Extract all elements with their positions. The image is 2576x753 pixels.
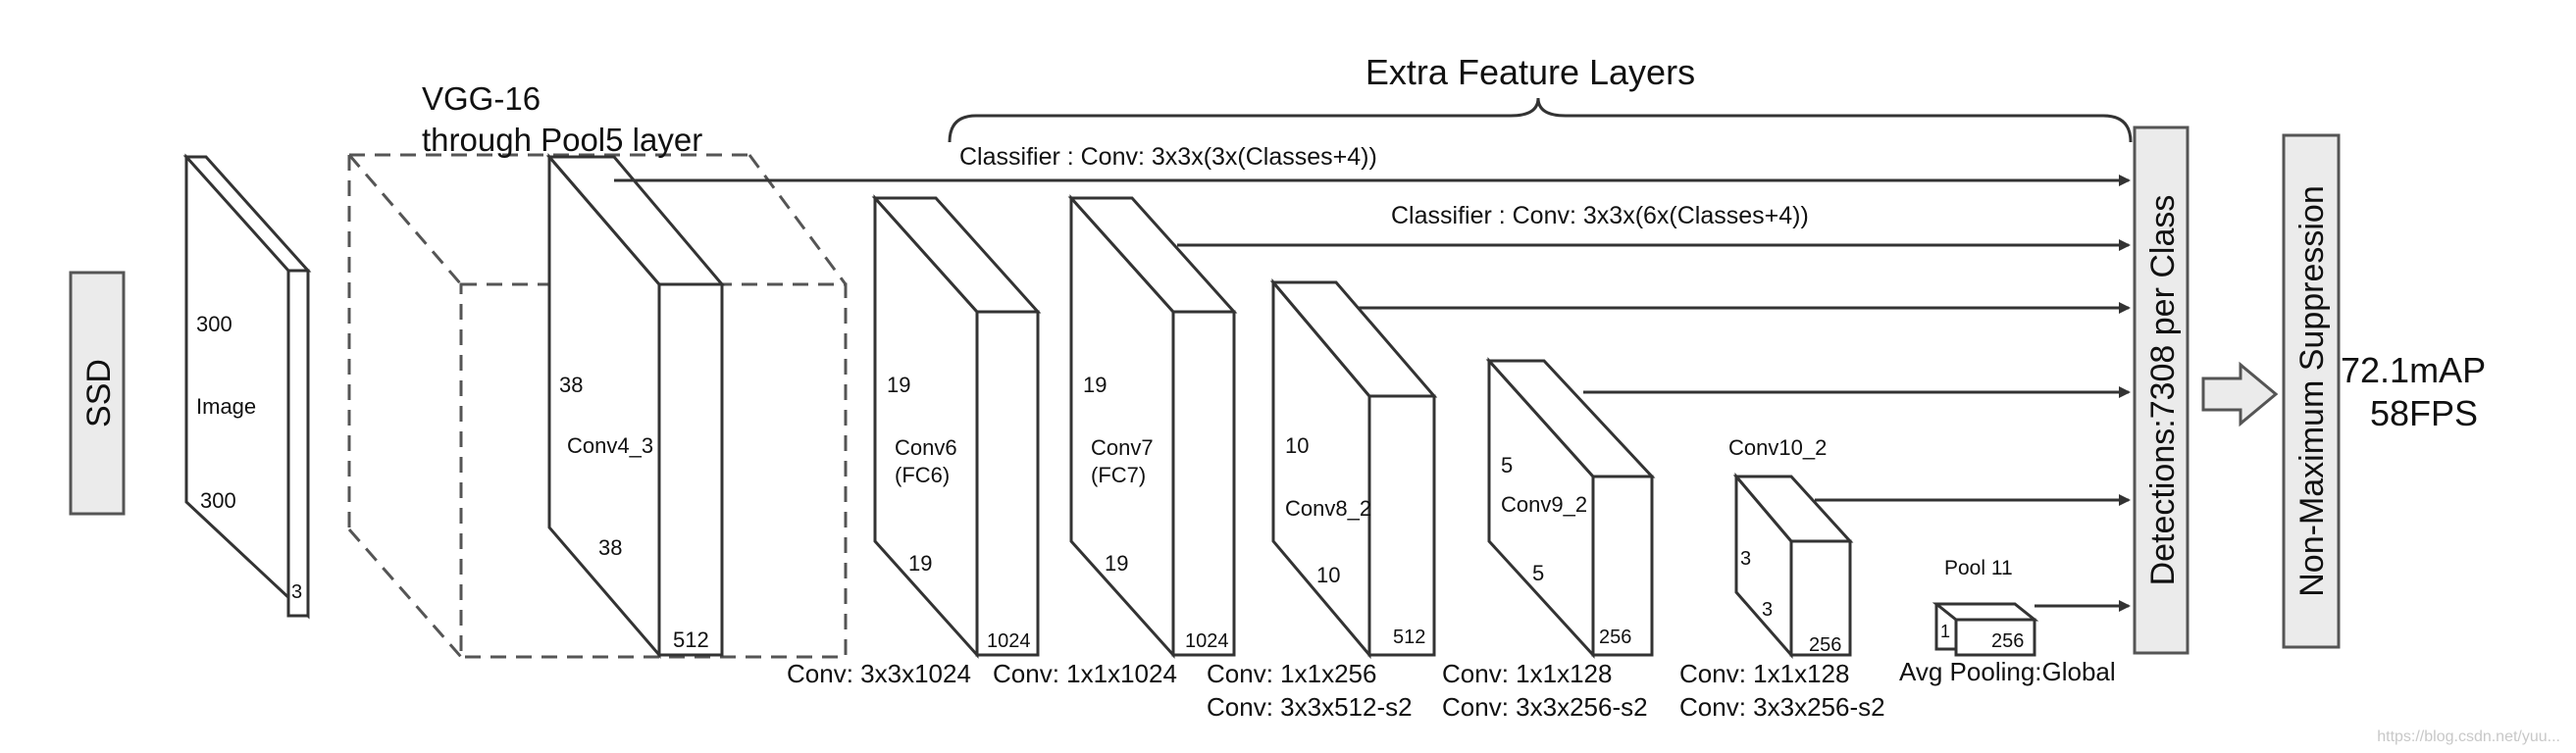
conv7-label-line2: (FC7) (1091, 463, 1146, 487)
extra-layers-brace (948, 97, 2133, 143)
vgg-label-line2: through Pool5 layer (422, 122, 702, 158)
image-channels: 3 (291, 581, 302, 603)
conv8-channels: 512 (1393, 627, 1425, 648)
op-conv8-a: Conv: 1x1x256 (1207, 659, 1376, 688)
conv9-height: 5 (1501, 453, 1513, 477)
conv10-2-block: Conv10_2 3 3 256 (1728, 435, 1854, 659)
conv4-width: 38 (598, 535, 622, 560)
op-pool: Avg Pooling:Global (1899, 657, 2116, 686)
conv6-label-line2: (FC6) (895, 463, 950, 487)
nms-label: Non-Maximum Suppression (2293, 185, 2331, 597)
conv10-channels: 256 (1809, 634, 1841, 656)
conv8-label: Conv8_2 (1285, 496, 1371, 521)
vgg-label-line1: VGG-16 (422, 80, 541, 117)
conv4-height: 38 (559, 373, 583, 397)
pool11-label: Pool 11 (1944, 557, 2013, 579)
nms-box: Non-Maximum Suppression (2282, 133, 2341, 649)
conv8-width: 10 (1316, 563, 1340, 587)
conv10-width: 3 (1762, 599, 1773, 621)
classifier-top-label: Classifier : Conv: 3x3x(3x(Classes+4)) (959, 143, 1377, 171)
detections-box: Detections:7308 per Class (2133, 126, 2190, 655)
diagram-title: Extra Feature Layers (1365, 52, 1695, 92)
classifier-mid-label: Classifier : Conv: 3x3x(6x(Classes+4)) (1391, 202, 1809, 229)
pool11-height: 1 (1940, 622, 1950, 641)
conv7-width: 19 (1105, 551, 1128, 576)
conv6-channels: 1024 (987, 630, 1031, 652)
conv10-label: Conv10_2 (1728, 435, 1827, 460)
conv6-label-line1: Conv6 (895, 435, 957, 460)
conv9-label: Conv9_2 (1501, 492, 1587, 517)
pool11-channels: 256 (1991, 630, 2024, 652)
conv6-block: 19 Conv6 (FC6) 19 1024 (871, 194, 1042, 659)
ssd-label-box: SSD (69, 271, 126, 516)
conv6-width: 19 (908, 551, 932, 576)
conv4-channels: 512 (673, 628, 709, 652)
result-map: 72.1mAP (2341, 350, 2486, 390)
conv4-label: Conv4_3 (567, 433, 653, 458)
op-conv10-b: Conv: 3x3x256-s2 (1679, 692, 1885, 722)
detections-label: Detections:7308 per Class (2144, 195, 2182, 586)
conv9-width: 5 (1532, 561, 1544, 585)
op-conv9-a: Conv: 1x1x128 (1442, 659, 1612, 688)
image-height: 300 (196, 312, 232, 336)
feature-arrows (614, 175, 2131, 612)
conv7-label-line1: Conv7 (1091, 435, 1154, 460)
conv8-height: 10 (1285, 433, 1309, 458)
conv10-height: 3 (1740, 548, 1751, 570)
op-conv8-b: Conv: 3x3x512-s2 (1207, 692, 1413, 722)
result-fps: 58FPS (2370, 393, 2478, 433)
input-image-block: 300 Image 300 3 (182, 153, 312, 620)
conv7-block: 19 Conv7 (FC7) 19 1024 (1067, 194, 1238, 659)
op-conv6: Conv: 3x3x1024 (787, 659, 971, 688)
op-conv10-a: Conv: 1x1x128 (1679, 659, 1849, 688)
image-label: Image (196, 394, 256, 419)
op-conv9-b: Conv: 3x3x256-s2 (1442, 692, 1648, 722)
conv6-height: 19 (887, 373, 910, 397)
op-conv7: Conv: 1x1x1024 (993, 659, 1177, 688)
image-width: 300 (200, 488, 236, 513)
conv4-3-block: 38 Conv4_3 38 512 (545, 152, 726, 660)
conv7-height: 19 (1083, 373, 1107, 397)
vgg16-dashed-cube (347, 153, 848, 659)
pool11-block: Pool 11 1 256 (1932, 557, 2039, 657)
output-arrow (2201, 361, 2279, 427)
conv9-channels: 256 (1599, 627, 1631, 648)
watermark: https://blog.csdn.net/yuu... (2377, 728, 2560, 745)
ssd-label: SSD (80, 359, 118, 427)
conv9-2-block: 5 Conv9_2 5 256 (1485, 357, 1656, 659)
conv8-2-block: 10 Conv8_2 10 512 (1269, 277, 1438, 660)
conv7-channels: 1024 (1185, 630, 1229, 652)
